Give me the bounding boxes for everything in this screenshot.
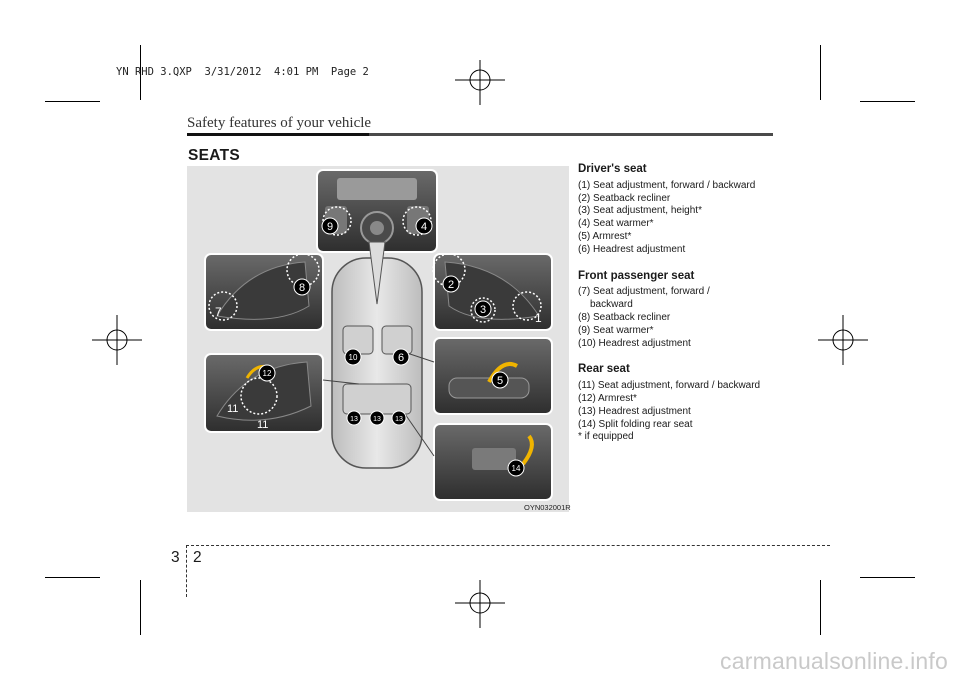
chapter-number: 3 [171, 549, 180, 566]
callout-3: 3 [474, 300, 492, 318]
section-title: Safety features of your vehicle [187, 115, 372, 131]
svg-text:12: 12 [263, 369, 272, 378]
callout-13b: 13 [369, 410, 385, 426]
crop-mark [860, 577, 915, 578]
footnote: * if equipped [578, 431, 634, 443]
svg-text:10: 10 [349, 353, 358, 362]
callout-11b: 11 [257, 419, 268, 431]
list-item: (12) Armrest* [578, 392, 637, 404]
list-item: (7) Seat adjustment, forward / backward [578, 286, 710, 311]
seat-legend: Driver's seat (1) Seat adjustment, forwa… [578, 163, 778, 444]
list-item: (1) Seat adjustment, forward / backward [578, 179, 756, 191]
callout-1: 1 [535, 311, 542, 325]
crop-mark [140, 45, 141, 100]
svg-text:4: 4 [421, 221, 427, 233]
drivers-seat-title: Driver's seat [578, 163, 647, 175]
callout-13c: 13 [391, 410, 407, 426]
crop-mark [820, 45, 821, 100]
callout-13a: 13 [346, 410, 362, 426]
print-header: YN RHD 3.QXP 3/31/2012 4:01 PM Page 2 [116, 66, 369, 78]
list-item: (10) Headrest adjustment [578, 337, 691, 349]
list-item: (8) Seatback recliner [578, 311, 671, 323]
crop-mark [860, 101, 915, 102]
list-item: (14) Split folding rear seat [578, 418, 693, 430]
svg-text:13: 13 [350, 416, 358, 423]
callout-11a: 11 [227, 403, 238, 415]
callout-14: 14 [507, 459, 525, 477]
rear-seat-title: Rear seat [578, 363, 630, 376]
callout-6: 6 [392, 348, 410, 366]
crop-mark [45, 577, 100, 578]
callout-12: 12 [258, 364, 276, 382]
callout-7: 7 [215, 305, 222, 319]
registration-mark-top [455, 60, 505, 105]
svg-text:5: 5 [497, 375, 503, 387]
crop-mark [820, 580, 821, 635]
svg-text:6: 6 [398, 352, 404, 364]
registration-mark-right [818, 315, 868, 365]
crop-mark [45, 101, 100, 102]
callout-4: 4 [415, 217, 433, 235]
callout-2: 2 [442, 275, 460, 293]
seat-diagram: 9 4 8 7 2 3 1 10 6 12 11 11 13 13 [187, 166, 569, 512]
callout-5: 5 [491, 371, 509, 389]
crop-mark [140, 580, 141, 635]
page-number: 2 [193, 549, 202, 566]
callout-8: 8 [293, 278, 311, 296]
list-item: (13) Headrest adjustment [578, 405, 691, 417]
svg-text:3: 3 [480, 304, 486, 316]
registration-mark-bottom [455, 580, 505, 628]
list-item: (4) Seat warmer* [578, 218, 654, 230]
list-item: (3) Seat adjustment, height* [578, 205, 702, 217]
footer-divider [186, 545, 187, 597]
callout-10: 10 [344, 348, 362, 366]
svg-text:8: 8 [299, 282, 305, 294]
list-item: (5) Armrest* [578, 230, 632, 242]
list-item: (6) Headrest adjustment [578, 243, 686, 255]
title-rule-accent [187, 133, 369, 136]
watermark: carmanualsonline.info [720, 648, 948, 674]
registration-mark-left [92, 315, 142, 365]
svg-text:2: 2 [448, 279, 454, 291]
list-item: (2) Seatback recliner [578, 192, 671, 204]
list-item: (11) Seat adjustment, forward / backward [578, 380, 761, 392]
svg-text:13: 13 [395, 416, 403, 423]
svg-text:9: 9 [327, 221, 333, 233]
svg-text:13: 13 [373, 416, 381, 423]
title-rule [187, 133, 773, 136]
callout-9: 9 [321, 217, 339, 235]
svg-text:14: 14 [512, 464, 521, 473]
footer-rule [186, 545, 830, 546]
passenger-seat-title: Front passenger seat [578, 269, 695, 282]
seats-heading: SEATS [188, 147, 241, 164]
list-item: (9) Seat warmer* [578, 324, 654, 336]
figure-code: OYN032001R [524, 503, 571, 512]
